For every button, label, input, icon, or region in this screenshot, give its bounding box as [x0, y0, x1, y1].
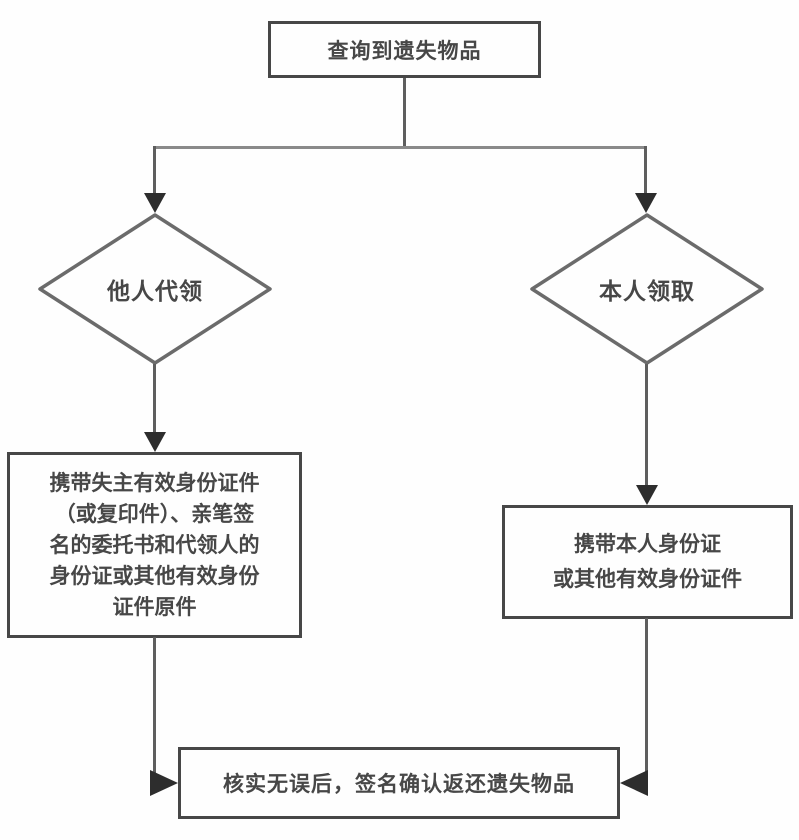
proxy-requirements-line: 身份证或其他有效身份	[49, 564, 260, 588]
connector-branch-left-down	[153, 146, 156, 196]
end-node: 核实无误后，签名确认返还遗失物品	[178, 747, 620, 819]
self-requirements-node: 携带本人身份证 或其他有效身份证件	[502, 505, 793, 619]
end-node-label: 核实无误后，签名确认返还遗失物品	[223, 773, 575, 796]
self-requirements-line: 或其他有效身份证件	[553, 568, 742, 591]
start-node-label: 查询到遗失物品	[327, 39, 482, 63]
decision-proxy-label: 他人代领	[107, 278, 203, 304]
decision-proxy-claim: 他人代领	[37, 212, 273, 366]
connector-branch-right-down	[644, 146, 647, 196]
arrow-down-icon	[635, 193, 657, 213]
start-node: 查询到遗失物品	[268, 21, 541, 78]
arrow-down-icon	[144, 432, 166, 452]
arrow-right-icon	[150, 770, 178, 796]
connector-self-down	[645, 364, 648, 486]
decision-self-claim: 本人领取	[529, 212, 765, 366]
connector-start-down	[403, 78, 406, 148]
arrow-left-icon	[620, 770, 648, 796]
diamond-shape	[530, 213, 764, 365]
proxy-requirements-line: 证件原件	[112, 595, 197, 619]
proxy-requirements-line: 名的委托书和代领人的	[49, 533, 260, 557]
arrow-down-icon	[636, 485, 658, 505]
connector-proxy-down	[153, 364, 156, 434]
connector-proxy-to-end	[153, 637, 156, 785]
proxy-requirements-node: 携带失主有效身份证件 （或复印件）、亲笔签 名的委托书和代领人的 身份证或其他有…	[7, 452, 302, 638]
proxy-requirements-line: （或复印件）、亲笔签	[54, 502, 255, 526]
connector-self-to-end	[645, 618, 648, 785]
arrow-down-icon	[144, 193, 166, 213]
proxy-requirements-line: 携带失主有效身份证件	[49, 471, 260, 495]
self-requirements-text: 携带本人身份证 或其他有效身份证件	[553, 527, 742, 597]
connector-branch-horizontal	[153, 146, 647, 149]
diamond-shape	[38, 213, 272, 365]
decision-self-label: 本人领取	[599, 278, 695, 304]
proxy-requirements-text: 携带失主有效身份证件 （或复印件）、亲笔签 名的委托书和代领人的 身份证或其他有…	[50, 468, 260, 623]
self-requirements-line: 携带本人身份证	[574, 533, 721, 556]
